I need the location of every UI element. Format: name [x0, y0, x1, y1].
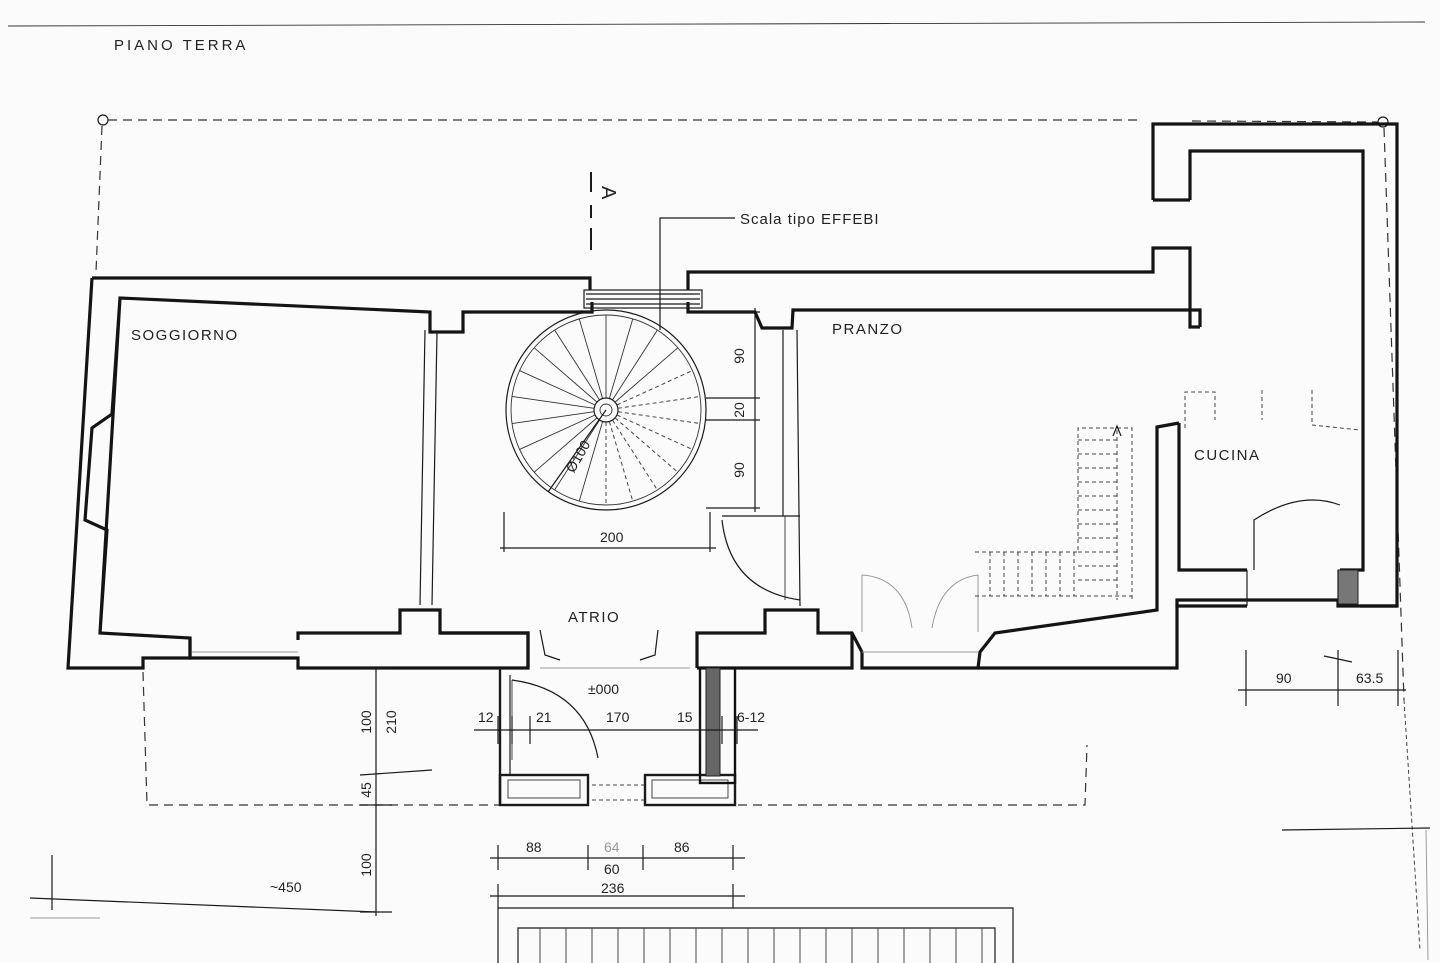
dim-entry-21: 21	[536, 709, 552, 725]
stair-tread	[511, 411, 595, 424]
dim-entry-170: 170	[606, 709, 630, 725]
svg-text:A: A	[597, 186, 619, 200]
dim-bottom-64: 64	[604, 839, 620, 855]
dim-bottom-236: 236	[601, 880, 625, 896]
misc-marks	[30, 827, 1431, 961]
kitchen-dimensions	[1238, 650, 1406, 706]
dim-entry-15: 15	[677, 709, 693, 725]
stair-tread	[608, 318, 634, 399]
sheet-border	[7, 21, 1426, 27]
stair-tread	[511, 396, 595, 409]
dim-entry-12: 12	[478, 709, 494, 725]
dim-bottom-88: 88	[526, 839, 542, 855]
stair-tread	[614, 417, 679, 473]
plot-boundary	[95, 114, 1421, 951]
dim-bottom-86: 86	[674, 839, 690, 855]
stair-note: Scala tipo EFFEBI	[659, 211, 880, 330]
room-label-soggiorno: SOGGIORNO	[131, 327, 239, 344]
kitchen-door	[1184, 390, 1361, 606]
stair-dimensions	[500, 308, 760, 552]
dim-kitchen-a: 90	[1276, 670, 1292, 686]
stair-tread	[554, 419, 600, 491]
spiral-staircase	[505, 309, 707, 511]
entry-dimensions	[474, 716, 758, 744]
stair-tread	[554, 329, 600, 401]
atrio-door	[721, 515, 801, 601]
stair-tread	[578, 318, 604, 399]
straight-stair	[975, 424, 1133, 600]
dim-vert-45: 45	[358, 782, 374, 798]
stair-tread	[617, 395, 701, 409]
dim-vert-100b: 100	[358, 853, 374, 877]
dim-stair-v2: 20	[731, 402, 747, 418]
svg-text:Scala tipo EFFEBI: Scala tipo EFFEBI	[740, 211, 880, 228]
stair-tread	[617, 411, 701, 425]
dim-stair-v1: 90	[731, 348, 747, 364]
room-label-atrio: ATRIO	[568, 609, 620, 626]
pranzo-window	[861, 574, 979, 632]
stair-tread	[533, 347, 598, 403]
room-label-cucina: CUCINA	[1194, 447, 1261, 464]
external-stair	[497, 907, 1014, 963]
plan-title: PIANO TERRA	[114, 37, 248, 54]
dim-stair-v3: 90	[731, 462, 747, 478]
interior-walls	[192, 329, 978, 669]
stair-tread	[612, 329, 658, 401]
room-label-pranzo: PRANZO	[832, 321, 904, 338]
dim-kitchen-b: 63.5	[1356, 670, 1383, 686]
stair-tread	[533, 417, 598, 473]
dim-bottom-60: 60	[604, 861, 620, 877]
dim-vert-210: 210	[383, 710, 399, 734]
stair-tread	[519, 370, 596, 406]
section-marker: A	[590, 172, 619, 250]
stair-tread	[578, 421, 604, 502]
dim-stair-width: 200	[600, 529, 624, 545]
bottom-dimensions	[29, 845, 745, 913]
dim-vert-100: 100	[358, 710, 374, 734]
level-label: ±000	[588, 681, 619, 697]
stair-tread	[614, 347, 679, 403]
dim-approx-450: ~450	[270, 879, 302, 895]
stair-tread	[519, 414, 596, 450]
exterior-walls	[66, 122, 1399, 670]
top-window-element	[583, 289, 703, 309]
stair-direction-line	[547, 409, 607, 493]
dim-entry-6-12: 6-12	[737, 709, 765, 725]
